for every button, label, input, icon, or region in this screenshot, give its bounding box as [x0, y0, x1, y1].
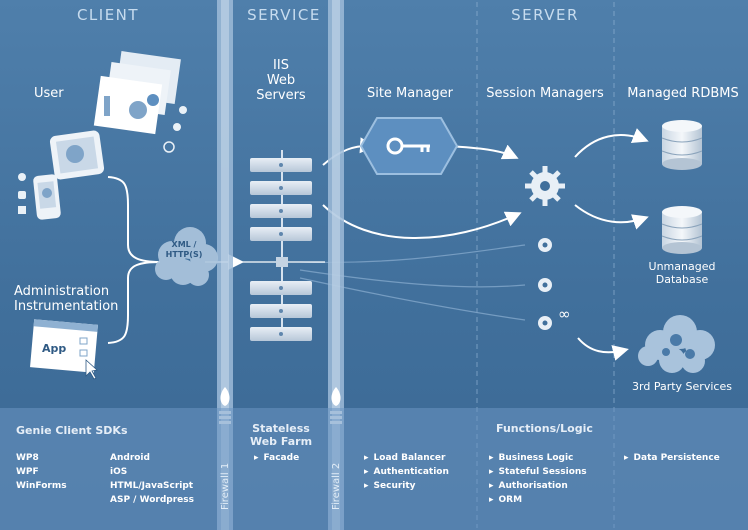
cloud-icon — [155, 227, 218, 286]
bottom-data-items: Data Persistence — [624, 451, 720, 465]
header-client: CLIENT — [76, 6, 140, 24]
flame-icon — [220, 387, 341, 406]
os-icons — [18, 106, 187, 214]
label-managed-rdbms: Managed RDBMS — [627, 86, 739, 101]
tablet-icon — [49, 130, 105, 180]
label-site-manager: Site Manager — [366, 86, 454, 101]
infinity-symbol: ∞ — [558, 305, 571, 323]
apple-icon — [18, 173, 26, 181]
admin-app-window-icon — [30, 319, 98, 380]
windows-icon — [179, 106, 187, 114]
firewall-1-label: Firewall 1 — [220, 462, 231, 510]
bottom-service-items: Facade — [254, 451, 300, 465]
label-user: User — [34, 86, 64, 101]
android-icon — [18, 191, 26, 199]
label-third-party: 3rd Party Services — [632, 380, 732, 393]
label-app: App — [42, 342, 67, 355]
key-icon — [359, 117, 459, 175]
phone-icon — [33, 174, 61, 220]
server-rack-icon — [240, 150, 325, 341]
gear-icon — [525, 166, 565, 330]
zone-separators — [476, 2, 615, 528]
cursor-icon — [85, 359, 98, 380]
bottom-client-title: Genie Client SDKs — [16, 424, 128, 437]
bottom-service2-items: Load Balancer Authentication Security — [364, 451, 449, 493]
globe-icon — [163, 141, 175, 153]
label-xml-http: XML /HTTP(S) — [165, 240, 203, 259]
apple-icon — [173, 123, 181, 131]
label-session-managers: Session Managers — [486, 86, 604, 101]
header-server: SERVER — [511, 6, 579, 24]
database-icon — [661, 120, 703, 254]
header-service: SERVICE — [247, 6, 321, 24]
firewall-2-label: Firewall 2 — [331, 462, 342, 510]
bottom-logic-title: Functions/Logic — [496, 422, 593, 435]
third-party-cloud-icon — [638, 315, 715, 373]
windows-icon — [18, 206, 26, 214]
user-screens-icon — [93, 51, 181, 135]
bottom-logic-items: Business Logic Stateful Sessions Authori… — [489, 451, 587, 507]
